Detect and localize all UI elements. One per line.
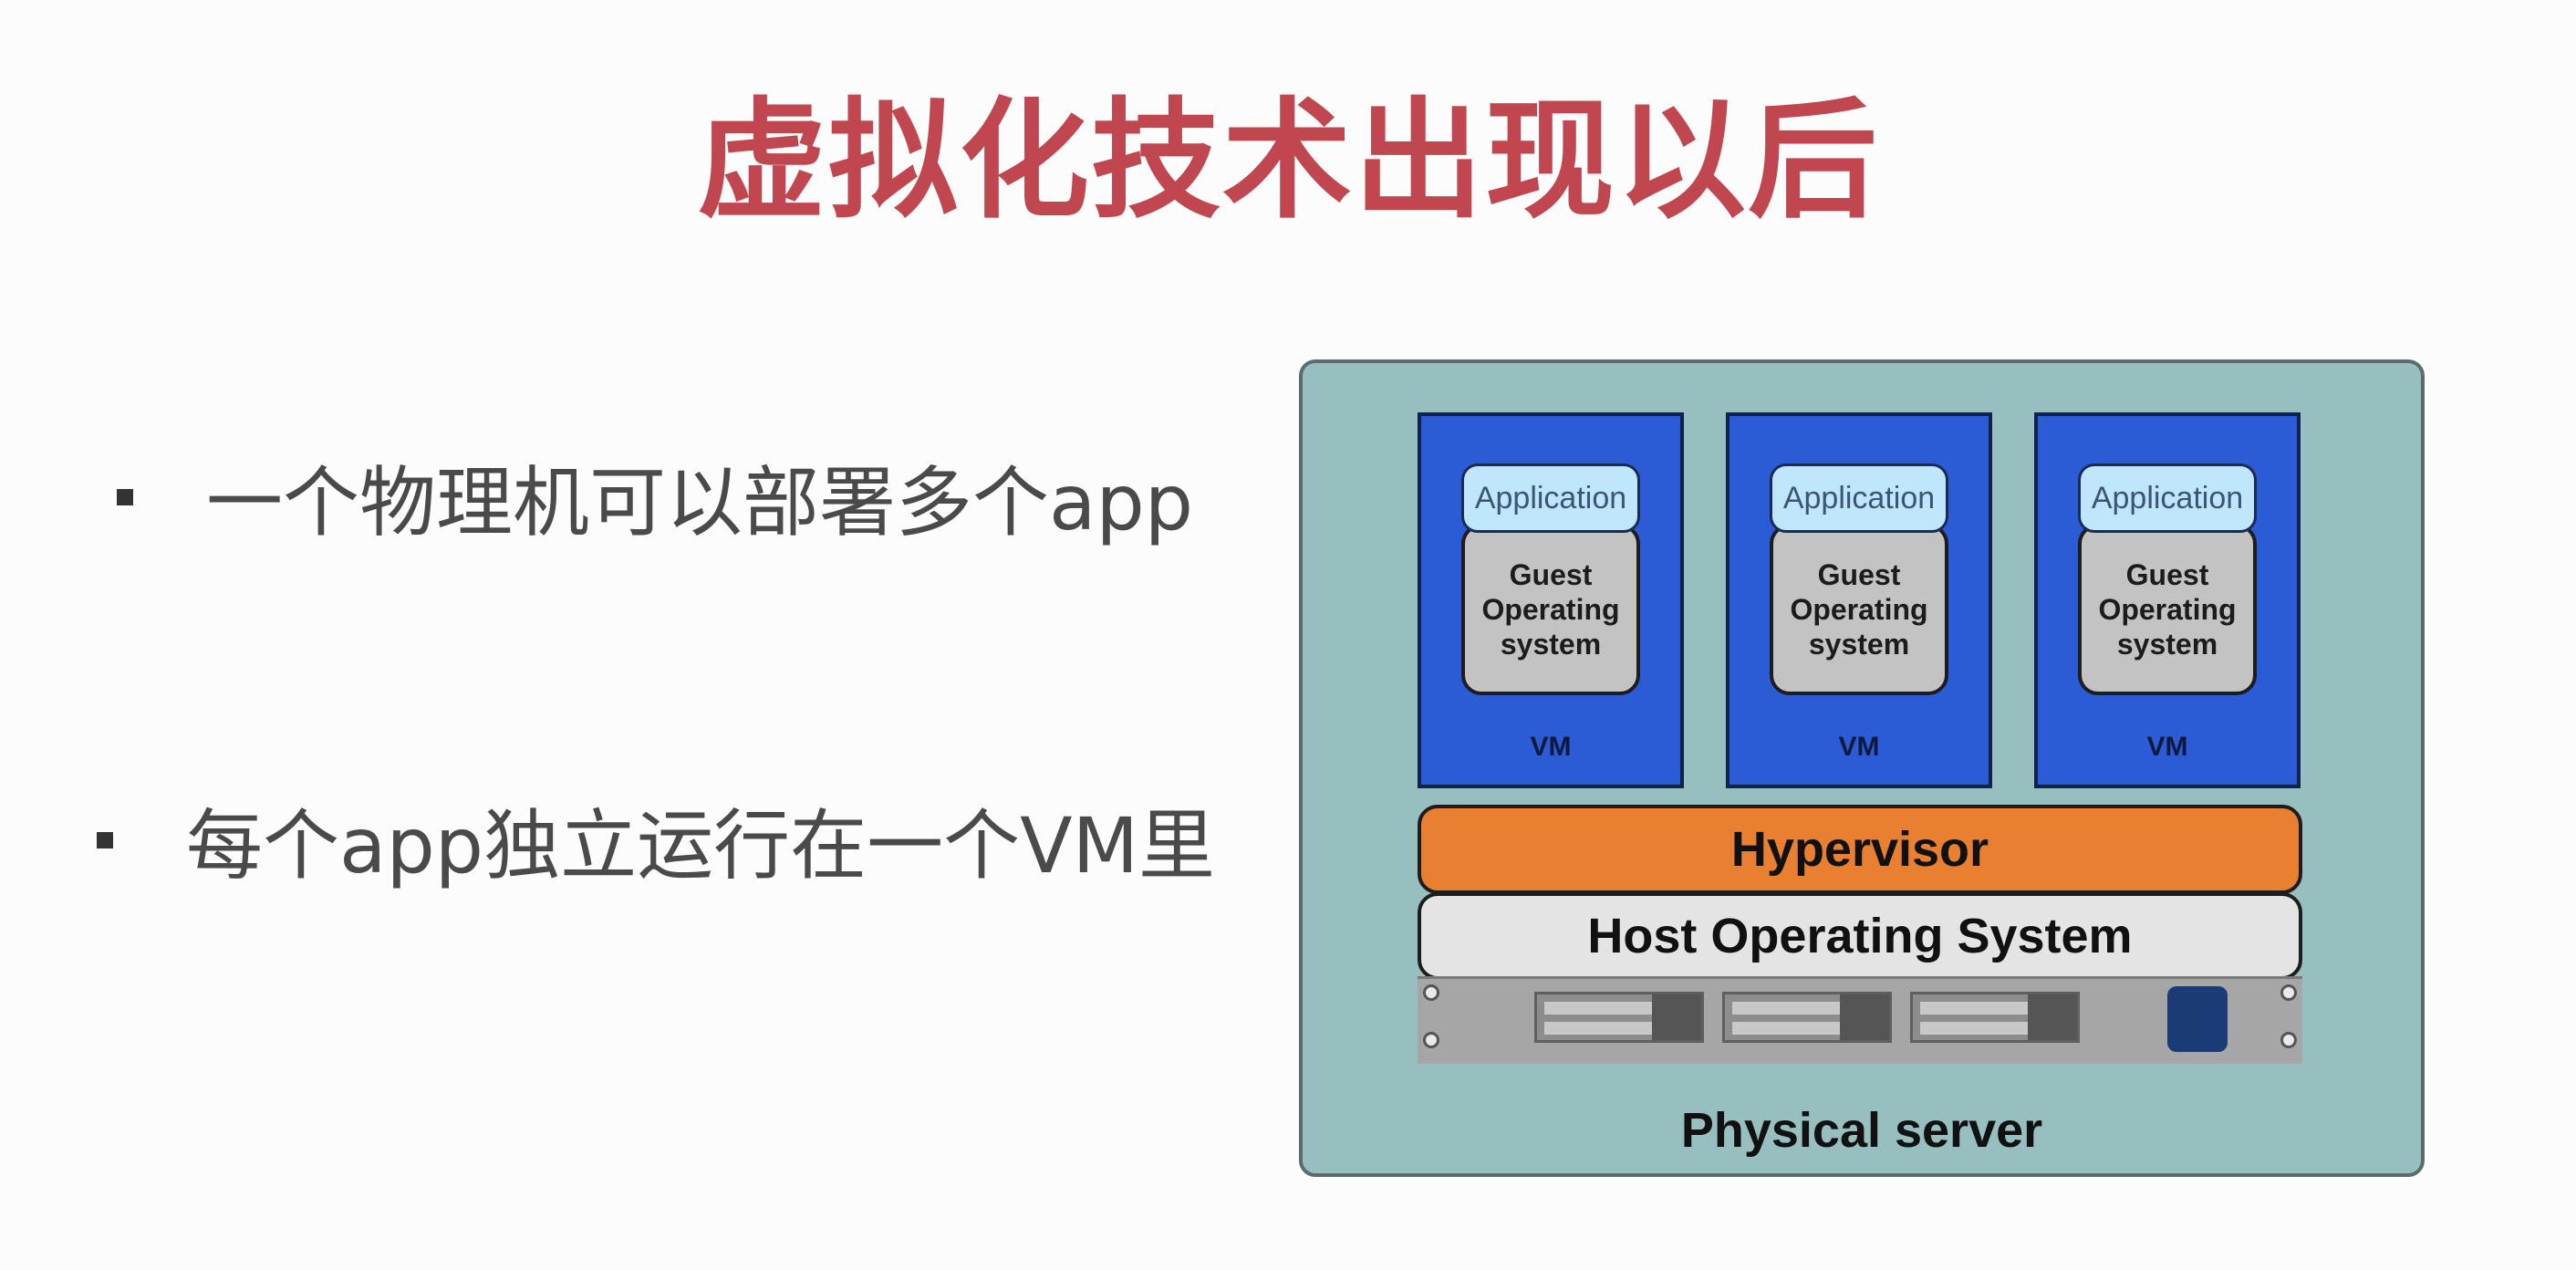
bullet-item-2: 每个app独立运行在一个VM里 xyxy=(97,785,1215,895)
host-os-layer: Host Operating System xyxy=(1418,892,2302,980)
screw-icon xyxy=(2280,984,2297,1001)
vm-label: VM xyxy=(1838,732,1880,762)
drive-bay-icon xyxy=(1910,992,2080,1043)
guest-os-box: Guest Operating system xyxy=(1461,524,1640,695)
virtualization-diagram: Guest Operating system Application VM Gu… xyxy=(1299,359,2425,1177)
bullet-text: 每个app独立运行在一个VM里 xyxy=(186,801,1216,890)
drive-bay-icon xyxy=(1722,992,1892,1043)
physical-server-label: Physical server xyxy=(1680,1103,2043,1158)
vm-label: VM xyxy=(1530,732,1572,762)
guest-os-box: Guest Operating system xyxy=(1770,524,1948,695)
guest-os-box: Guest Operating system xyxy=(2078,524,2257,695)
drive-bay-icon xyxy=(1534,992,1704,1043)
application-box: Application xyxy=(1770,463,1948,533)
bullet-item-1: 一个物理机可以部署多个app xyxy=(117,442,1193,552)
screw-icon xyxy=(1423,1032,1439,1048)
bullet-marker-icon xyxy=(117,488,133,505)
screw-icon xyxy=(1423,984,1439,1001)
server-rack-icon xyxy=(1418,976,2302,1064)
screw-icon xyxy=(2280,1032,2297,1048)
vm-box-2: Guest Operating system Application VM xyxy=(1726,412,1992,788)
vm-label: VM xyxy=(2146,732,2188,762)
application-box: Application xyxy=(2078,463,2257,533)
hypervisor-layer: Hypervisor xyxy=(1418,805,2302,894)
vm-box-1: Guest Operating system Application VM xyxy=(1418,412,1684,788)
application-box: Application xyxy=(1461,463,1640,533)
vm-box-3: Guest Operating system Application VM xyxy=(2034,412,2301,788)
slide-title: 虚拟化技术出现以后 xyxy=(697,86,1879,236)
bullet-text: 一个物理机可以部署多个app xyxy=(206,458,1194,547)
bullet-marker-icon xyxy=(97,831,113,848)
power-button-icon xyxy=(2167,986,2228,1052)
